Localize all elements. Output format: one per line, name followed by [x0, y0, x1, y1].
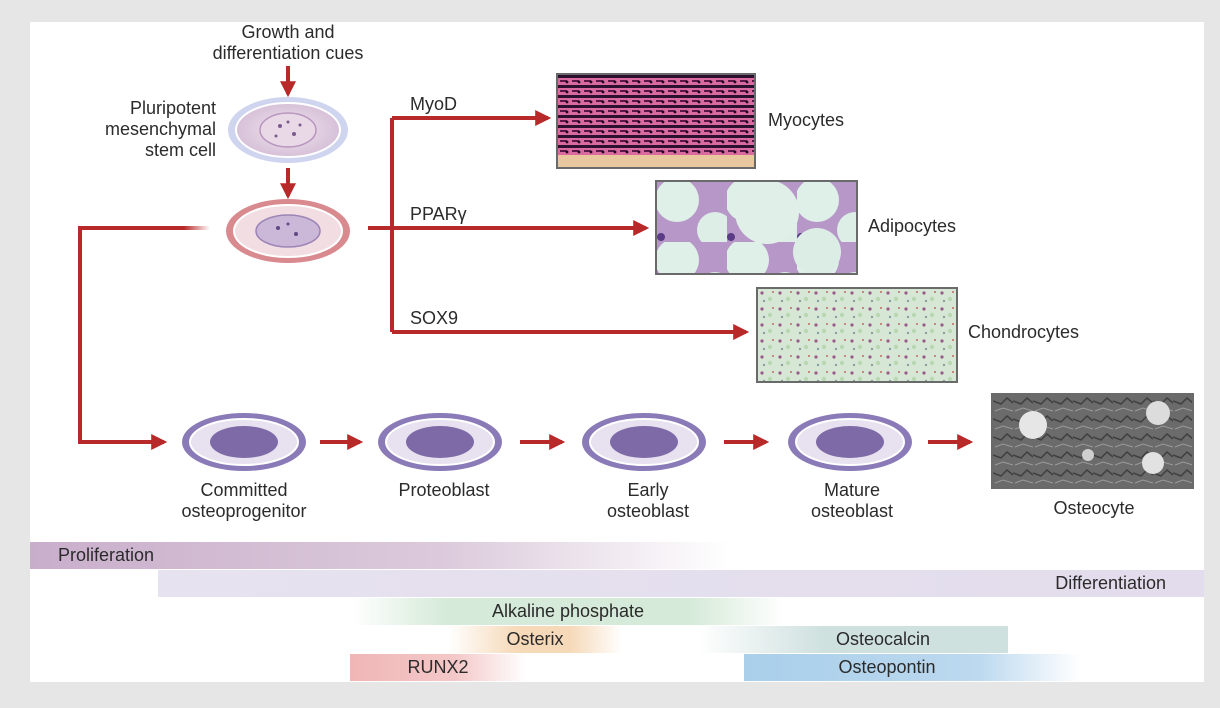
alkaline-phosphate-label: Alkaline phosphate [491, 601, 645, 621]
stage-label-committed: Committed osteoprogenitor [181, 480, 307, 521]
adipocytes-label: Adipocytes [868, 216, 957, 236]
stage-label-osteocyte: Osteocyte [1053, 498, 1135, 518]
osterix-label: Osterix [506, 629, 564, 649]
sox9-label: SOX9 [410, 308, 459, 328]
osterix-bar: Osterix [448, 626, 622, 653]
proliferation-bar: Proliferation [30, 542, 730, 569]
stem-cell-icon [228, 97, 348, 163]
differentiation-bar: Differentiation [158, 570, 1204, 597]
early-osteoblast-cell-icon [582, 413, 706, 471]
myocytes-micrograph [556, 73, 756, 169]
stage-label-mature: Mature osteoblast [810, 480, 894, 521]
stage-label-proteoblast: Proteoblast [398, 480, 490, 500]
osteoprogenitor-cell-icon [182, 413, 306, 471]
differentiation-label: Differentiation [1055, 573, 1166, 593]
pparg-label: PPARγ [410, 204, 467, 224]
osteopontin-label: Osteopontin [838, 657, 936, 677]
osteocyte-micrograph [991, 393, 1194, 489]
osteocalcin-bar: Osteocalcin [698, 626, 1008, 653]
alkaline-phosphate-bar: Alkaline phosphate [352, 598, 784, 625]
proliferation-label: Proliferation [58, 545, 155, 565]
proteoblast-cell-icon [378, 413, 502, 471]
myocytes-label: Myocytes [768, 110, 845, 130]
myod-label: MyoD [410, 94, 458, 114]
mesenchymal-progenitor-icon [226, 199, 350, 263]
chondrocytes-label: Chondrocytes [968, 322, 1080, 342]
runx2-label: RUNX2 [407, 657, 469, 677]
osteopontin-bar: Osteopontin [744, 654, 1080, 681]
runx2-bar: RUNX2 [350, 654, 526, 681]
stem-cell-label: Pluripotent mesenchymal stem cell [104, 98, 216, 160]
chondrocytes-micrograph [756, 287, 958, 383]
growth-cues-label: Growth and differentiation cues [212, 22, 364, 63]
osteo-path [78, 226, 210, 444]
mature-osteoblast-cell-icon [788, 413, 912, 471]
adipocytes-micrograph [655, 180, 858, 275]
branch-trunk [368, 118, 394, 332]
osteocalcin-label: Osteocalcin [835, 629, 931, 649]
stage-label-early: Early osteoblast [606, 480, 690, 521]
